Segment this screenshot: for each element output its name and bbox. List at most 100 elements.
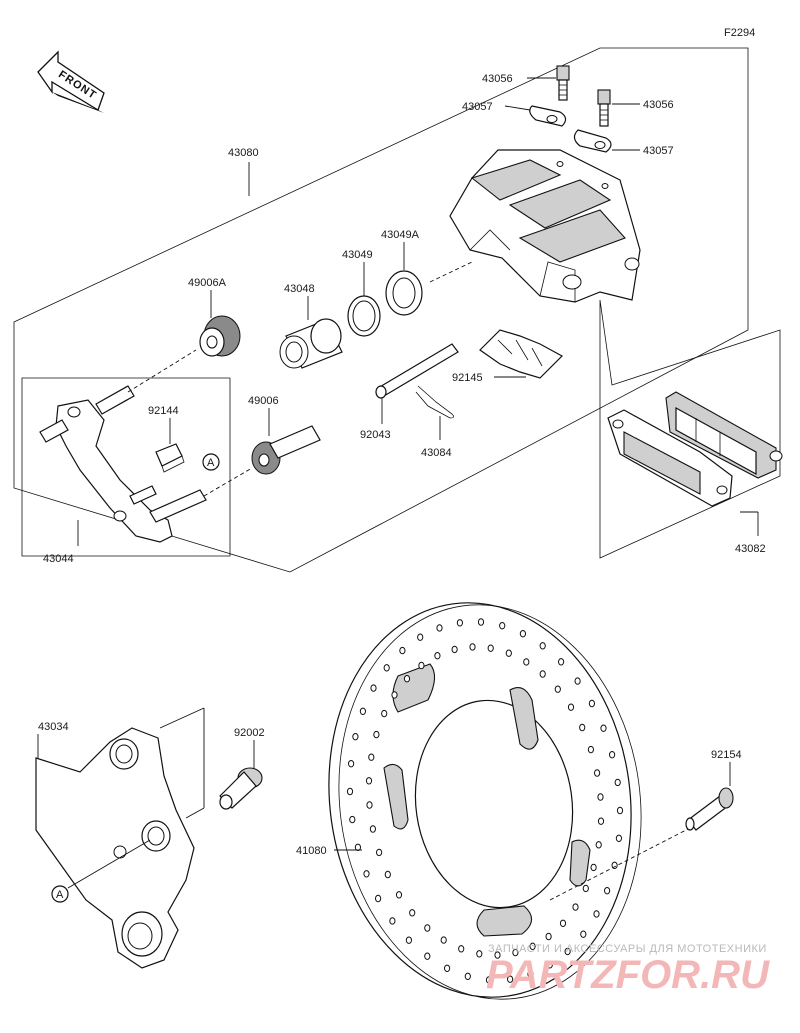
caliper-bracket-43044	[39, 385, 207, 543]
label-43056-right: 43056	[643, 99, 674, 111]
disc-hole	[604, 887, 611, 895]
svg-text:A: A	[207, 457, 215, 469]
disc-hole	[424, 952, 431, 960]
disc-hole	[365, 777, 373, 785]
disc-hole	[395, 891, 403, 899]
disc-hole	[354, 843, 361, 851]
disc-hole	[409, 909, 416, 917]
pad-pin-92043	[375, 343, 459, 399]
ref-marker-a-top: A	[202, 453, 220, 471]
disc-hole	[389, 917, 396, 925]
disc-hole	[593, 910, 600, 918]
disc-hole	[512, 948, 519, 957]
disc-hole	[595, 841, 602, 849]
disc-hole	[368, 753, 375, 761]
disc-hole	[405, 936, 412, 944]
disc-hole	[539, 642, 546, 650]
disc-hole	[476, 950, 483, 958]
disc-hole	[417, 633, 424, 641]
disc-hole	[558, 658, 565, 666]
bleeder-cap-right	[573, 129, 612, 153]
watermark-caption: ЗАПЧАСТИ И АКСЕССУАРЫ ДЛЯ МОТОТЕХНИКИ	[488, 943, 767, 955]
disc-hole	[609, 751, 616, 759]
pad-frame	[599, 299, 781, 559]
label-92145: 92145	[452, 372, 483, 384]
disc-hole	[373, 730, 380, 739]
disc-hole	[434, 652, 441, 660]
brake-pad-outer	[607, 409, 733, 507]
label-92002: 92002	[234, 727, 265, 739]
disc-hole	[456, 619, 463, 627]
label-92144: 92144	[148, 405, 179, 417]
front-arrow-icon: FRONT	[37, 50, 105, 113]
label-43080: 43080	[228, 147, 259, 159]
label-43049A: 43049A	[381, 229, 420, 241]
disc-hole	[359, 707, 366, 715]
disc-hole	[369, 825, 376, 833]
label-49006A: 49006A	[188, 277, 227, 289]
disc-hole	[418, 661, 425, 670]
bolt-92002	[219, 767, 263, 810]
label-43056-left: 43056	[482, 73, 513, 85]
disc-hole	[494, 951, 501, 959]
disc-hole	[580, 930, 587, 938]
disc-hole	[594, 769, 601, 777]
figure-code: F2294	[724, 27, 755, 39]
label-41080: 41080	[296, 845, 327, 857]
disc-hole	[366, 801, 373, 809]
label-43048: 43048	[284, 283, 315, 295]
disc-hole	[587, 745, 595, 754]
label-43084: 43084	[421, 447, 452, 459]
label-92043: 92043	[360, 429, 391, 441]
disc-hole	[451, 645, 458, 654]
disc-hole	[384, 870, 391, 879]
disc-hole	[348, 760, 355, 768]
bleeder-cap-left	[529, 105, 567, 127]
disc-hole	[590, 863, 597, 872]
disc-hole	[477, 618, 485, 626]
disc-hole	[523, 658, 530, 666]
disc-hole	[507, 975, 514, 983]
disc-hole	[485, 976, 493, 984]
disc-hole	[499, 622, 506, 630]
bolt-92154	[685, 787, 734, 831]
disc-hole	[440, 936, 447, 944]
bracket-frame	[21, 377, 231, 557]
label-43082: 43082	[735, 543, 766, 555]
disc-hole	[424, 924, 431, 932]
disc-hole	[352, 733, 359, 741]
seal-43049	[347, 295, 381, 337]
label-43057-left: 43057	[462, 101, 493, 113]
clip-43084	[415, 385, 454, 419]
disc-hole	[346, 787, 354, 796]
disc-hole	[572, 903, 579, 911]
disc-hole	[469, 643, 476, 651]
disc-hole	[527, 970, 534, 978]
disc-hole	[349, 815, 356, 824]
disc-hole	[375, 894, 382, 903]
label-43057-right: 43057	[643, 145, 674, 157]
brake-pad-inner	[665, 391, 783, 479]
bleeder-valve-right	[597, 89, 611, 127]
disc-hole	[539, 670, 546, 678]
ref-marker-a-bottom: A	[51, 885, 69, 903]
disc-hole	[597, 793, 604, 801]
disc-hole	[615, 834, 623, 842]
disc-hole	[567, 703, 575, 711]
disc-hole	[546, 961, 553, 969]
disc-hole	[363, 870, 370, 878]
disc-hole	[436, 624, 443, 632]
disc-hole	[600, 724, 607, 732]
disc-hole	[564, 947, 571, 956]
disc-hole	[399, 646, 406, 655]
disc-hole	[519, 630, 527, 638]
label-49006: 49006	[248, 395, 279, 407]
disc-hole	[376, 848, 383, 857]
brake-disc-41080	[328, 602, 642, 1000]
disc-hole	[487, 644, 494, 652]
disc-hole	[582, 884, 589, 893]
label-43049: 43049	[342, 249, 373, 261]
svg-text:A: A	[56, 889, 64, 901]
disc-hole	[403, 675, 411, 683]
